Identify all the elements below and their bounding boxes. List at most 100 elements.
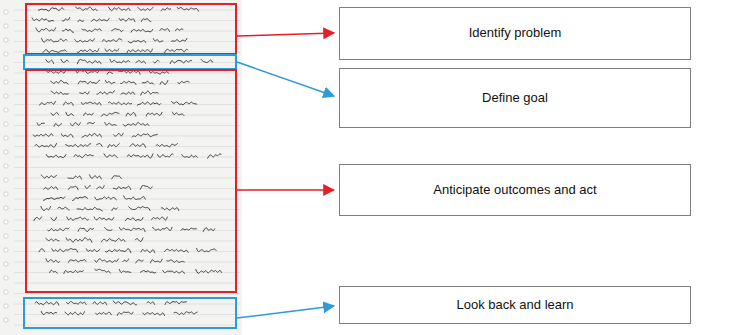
binder-hole: [4, 80, 8, 84]
ink-stroke: [67, 217, 89, 221]
ink-stroke: [201, 59, 213, 63]
ink-stroke: [207, 154, 221, 159]
binder-hole: [4, 276, 8, 280]
ink-stroke: [140, 185, 152, 189]
ink-stroke: [123, 259, 129, 262]
page-ruling: [14, 10, 240, 325]
ink-stroke: [156, 143, 178, 147]
binder-hole: [4, 164, 8, 168]
ink-stroke: [161, 8, 171, 11]
ink-stroke: [172, 112, 184, 116]
ink-stroke: [111, 29, 123, 32]
ink-stroke: [104, 153, 118, 157]
ink-stroke: [87, 122, 95, 124]
ink-stroke: [167, 260, 185, 262]
ink-stroke: [51, 113, 59, 116]
ink-stroke: [41, 311, 57, 315]
ink-stroke: [160, 29, 170, 32]
ink-stroke: [177, 7, 199, 11]
ink-stroke: [105, 249, 131, 253]
ink-stroke: [43, 50, 67, 53]
ink-stroke: [165, 302, 187, 305]
ink-stroke: [94, 217, 114, 220]
ink-stroke: [141, 19, 151, 22]
ink-stroke: [49, 270, 57, 273]
ink-stroke: [160, 80, 168, 84]
ink-stroke: [117, 312, 133, 316]
binder-hole: [4, 66, 8, 70]
ink-stroke: [164, 49, 188, 53]
binder-hole: [4, 108, 8, 112]
ink-stroke: [82, 134, 102, 138]
ruled-line: [14, 325, 240, 326]
ink-stroke: [130, 144, 146, 148]
step-label: Identify problem: [461, 25, 570, 41]
ink-stroke: [64, 270, 84, 274]
ink-stroke: [104, 227, 112, 230]
ink-stroke: [128, 40, 146, 43]
ink-stroke: [78, 20, 84, 22]
ink-stroke: [93, 302, 107, 305]
ink-stroke: [46, 258, 60, 262]
ink-stroke: [135, 238, 143, 242]
ink-stroke: [141, 91, 159, 95]
ink-stroke: [74, 39, 94, 42]
ink-stroke: [181, 228, 197, 230]
ruled-line: [14, 167, 240, 168]
ink-stroke: [68, 260, 86, 263]
ink-stroke: [132, 134, 158, 138]
ruled-line: [14, 31, 240, 32]
ink-stroke: [112, 208, 118, 211]
notebook-page: [0, 0, 242, 335]
ink-stroke: [120, 81, 136, 85]
ink-stroke: [97, 90, 115, 94]
binder-hole: [4, 290, 8, 294]
ink-stroke: [123, 195, 145, 199]
ink-stroke: [178, 81, 190, 83]
ink-stroke: [65, 144, 91, 147]
ink-stroke: [131, 29, 153, 33]
ink-stroke: [75, 7, 97, 12]
ink-stroke: [174, 312, 198, 315]
ink-stroke: [118, 71, 140, 75]
ink-stroke: [83, 113, 93, 116]
ink-stroke: [157, 154, 173, 157]
ink-stroke: [79, 91, 89, 94]
binder-hole: [4, 248, 8, 252]
binder-hole: [4, 178, 8, 182]
binder-hole: [4, 52, 8, 56]
ink-stroke: [170, 60, 192, 64]
goal-frame: [24, 55, 236, 69]
ink-stroke: [137, 102, 161, 106]
ink-stroke: [102, 39, 122, 42]
step-label: Look back and learn: [448, 297, 581, 313]
ink-stroke: [65, 311, 85, 315]
ink-stroke: [105, 48, 119, 51]
ink-stroke: [152, 227, 172, 231]
ink-stroke: [171, 38, 187, 42]
ink-stroke: [95, 197, 117, 200]
ink-stroke: [36, 28, 56, 32]
ink-stroke: [126, 113, 136, 117]
ink-stroke: [40, 101, 56, 105]
ink-stroke: [78, 228, 94, 232]
ink-stroke: [46, 154, 66, 157]
binder-hole: [4, 318, 8, 322]
ink-stroke: [46, 59, 54, 64]
ink-stroke: [37, 123, 45, 126]
ink-stroke: [141, 249, 155, 252]
ink-stroke: [96, 185, 104, 189]
ink-stroke: [61, 59, 69, 62]
ink-stroke: [140, 271, 156, 274]
ink-stroke: [147, 302, 155, 305]
ink-stroke: [44, 187, 58, 190]
step-box: Identify problem: [339, 7, 691, 60]
binder-hole: [4, 150, 8, 154]
ink-stroke: [81, 102, 101, 105]
ink-stroke: [58, 207, 70, 210]
ink-stroke: [77, 207, 103, 211]
ruled-line: [14, 293, 240, 294]
ink-stroke: [74, 154, 94, 157]
ink-stroke: [146, 112, 162, 116]
step-box: Define goal: [339, 68, 691, 128]
